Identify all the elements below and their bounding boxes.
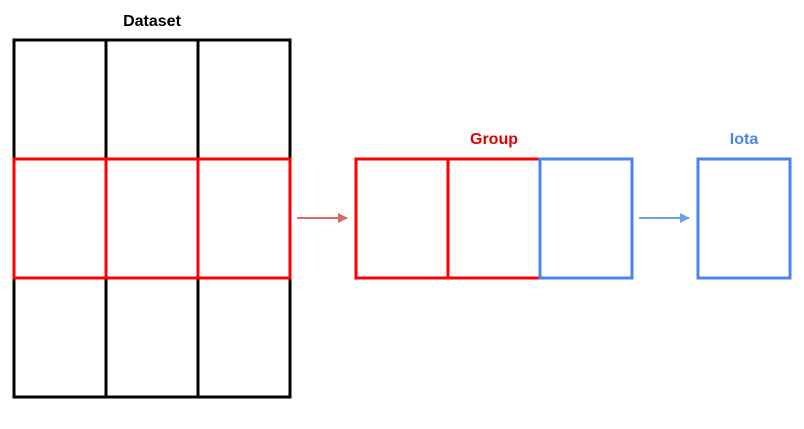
highlighted-row-outline <box>12 157 292 280</box>
iota-cell <box>696 157 792 280</box>
dataset-label: Dataset <box>123 13 181 30</box>
dataset-outline <box>12 38 292 399</box>
dataset-grid <box>12 38 292 399</box>
group-cell-blue <box>538 157 634 280</box>
group-cell-red <box>446 157 542 280</box>
group-label: Group <box>470 131 518 148</box>
group-cell-red <box>354 157 450 280</box>
iota-label: Iota <box>730 131 759 148</box>
group-cells <box>354 157 634 280</box>
dataset-highlighted-row <box>12 157 292 280</box>
